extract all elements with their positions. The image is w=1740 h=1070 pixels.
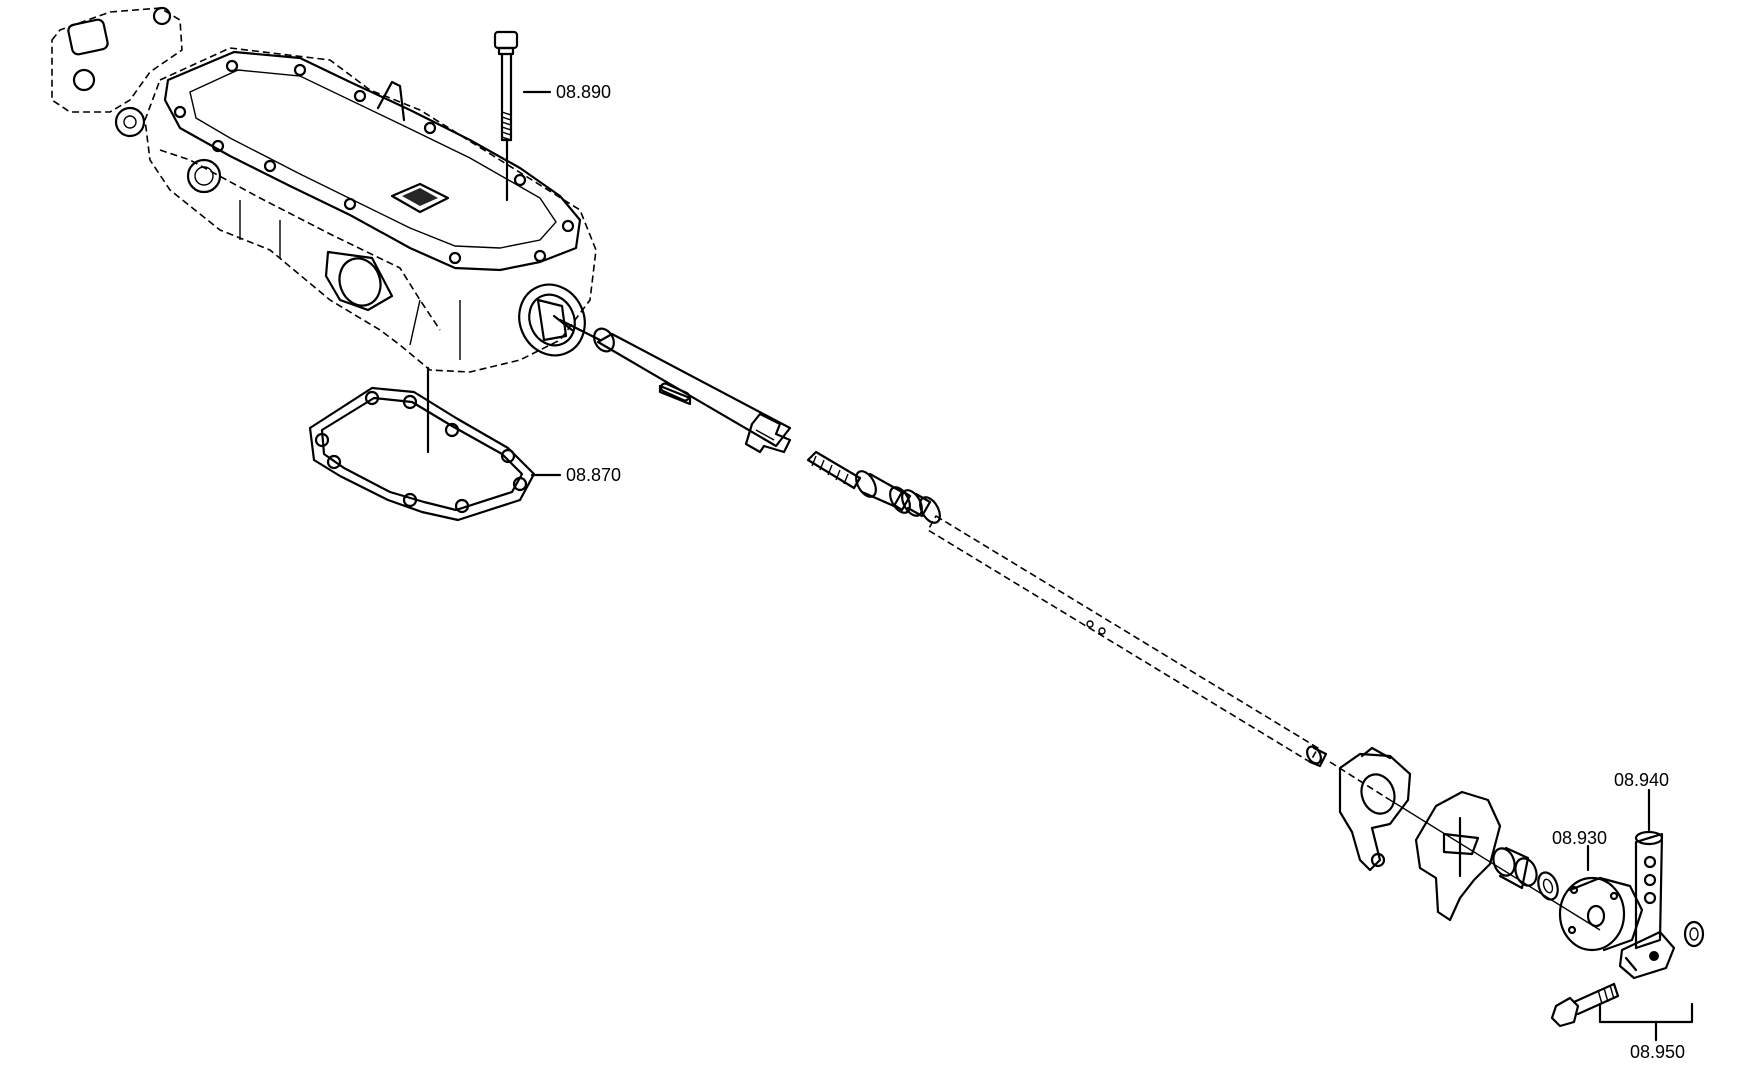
clamp-screw-part xyxy=(1550,920,1705,1028)
shift-finger-part xyxy=(1338,746,1412,872)
callout-08-940: 08.940 xyxy=(1614,770,1669,790)
gasket-part xyxy=(308,366,536,522)
shift-shaft xyxy=(558,318,1328,768)
nut-part xyxy=(1558,876,1644,952)
lever-part xyxy=(1618,830,1676,980)
shift-housing xyxy=(51,6,597,373)
callout-08-930: 08.930 xyxy=(1552,828,1607,848)
bolt-part xyxy=(493,30,519,202)
callout-08-950: 08.950 xyxy=(1630,1042,1685,1062)
callout-08-890: 08.890 xyxy=(556,82,611,102)
callout-08-870: 08.870 xyxy=(566,465,621,485)
bushing-part xyxy=(1492,846,1559,901)
shift-plate-part xyxy=(1414,790,1502,922)
